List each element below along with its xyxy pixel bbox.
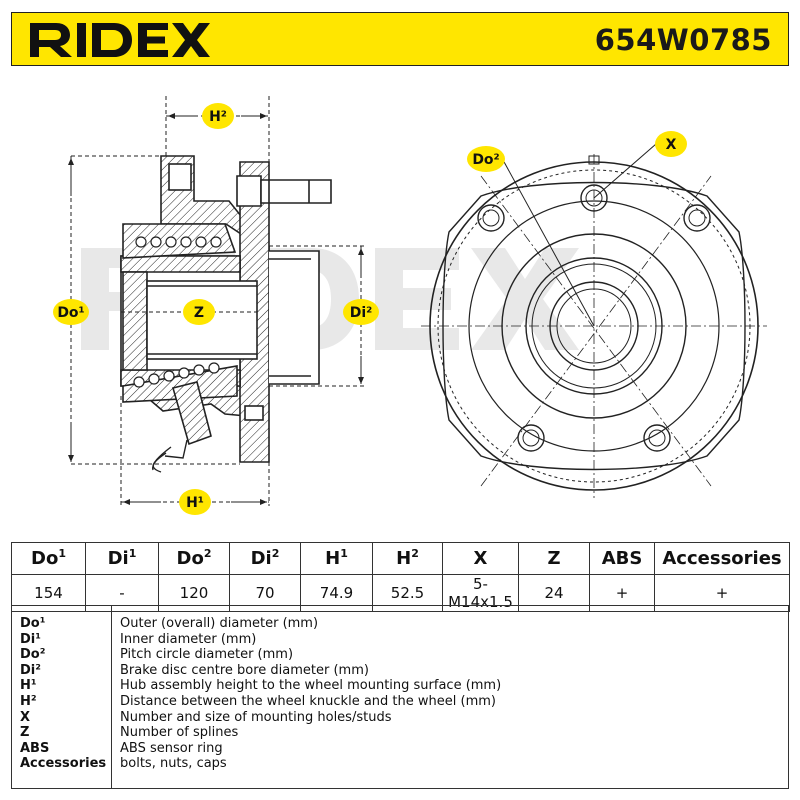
legend-desc: Inner diameter (mm)	[120, 631, 257, 647]
svg-text:Di²: Di²	[350, 305, 373, 321]
header-bar: 654W0785	[11, 12, 789, 66]
legend-row: H² Distance between the wheel knuckle and…	[11, 693, 789, 710]
front-view	[421, 143, 767, 498]
legend-row: X Number and size of mounting holes/studs	[11, 709, 789, 726]
legend-desc: Pitch circle diameter (mm)	[120, 647, 294, 663]
legend-desc: bolts, nuts, caps	[120, 756, 227, 772]
svg-text:Do²: Do²	[472, 152, 499, 168]
legend-code: Do¹	[11, 605, 112, 632]
legend-desc: Brake disc centre bore diameter (mm)	[120, 662, 369, 678]
legend-code: X	[11, 709, 112, 726]
header-h2: H2	[372, 542, 443, 575]
legend-desc: Outer (overall) diameter (mm)	[120, 616, 319, 631]
header-accessories: Accessories	[654, 542, 790, 575]
legend-desc: Number of splines	[120, 725, 239, 741]
legend-row: Di² Brake disc centre bore diameter (mm)	[11, 662, 789, 679]
part-number: 654W0785	[594, 23, 772, 57]
header-do1: Do1	[11, 542, 86, 575]
label-z: Z	[183, 299, 215, 325]
legend-row: ABS ABS sensor ring	[11, 740, 789, 757]
dimension-arrows	[68, 113, 364, 505]
header-h1: H1	[300, 542, 373, 575]
header-do2: Do2	[158, 542, 230, 575]
label-di2: Di²	[343, 299, 379, 325]
legend-table: Do¹ Outer (overall) diameter (mm) Di¹ Inne…	[11, 605, 789, 789]
header-di1: Di1	[85, 542, 159, 575]
legend-row: H¹ Hub assembly height to the wheel mount…	[11, 678, 789, 694]
legend-desc: Hub assembly height to the wheel mountin…	[120, 678, 502, 694]
side-section-view	[120, 155, 332, 473]
ridex-logo	[30, 23, 210, 57]
svg-text:X: X	[666, 137, 677, 153]
label-do1: Do¹	[53, 299, 89, 325]
legend-code: Do²	[11, 647, 112, 663]
spec-value-row: 154 - 120 70 74.9 52.5 5-M14x1.5 24 + +	[11, 574, 790, 612]
svg-text:Z: Z	[194, 305, 204, 321]
legend-row: Z Number of splines	[11, 725, 789, 741]
spec-table: Do1 Di1 Do2 Di2 H1 H2 X Z ABS Accessorie…	[11, 542, 790, 612]
header-abs: ABS	[589, 542, 655, 575]
legend-code: H¹	[11, 678, 112, 694]
legend-row: Do² Pitch circle diameter (mm)	[11, 647, 789, 663]
label-h1: H¹	[179, 489, 211, 515]
legend-row: Di¹ Inner diameter (mm)	[11, 631, 789, 648]
label-h2: H²	[202, 103, 234, 129]
svg-text:H¹: H¹	[186, 495, 204, 511]
header-di2: Di2	[229, 542, 301, 575]
legend-code: Z	[11, 725, 112, 741]
label-do2: Do²	[467, 146, 505, 172]
technical-drawing: H² H¹ Do¹ Di² Z Do² X	[53, 96, 767, 515]
legend-code: Accessories	[11, 756, 112, 789]
legend-code: Di²	[11, 662, 112, 679]
svg-text:H²: H²	[209, 109, 227, 125]
legend-row: Accessories bolts, nuts, caps	[11, 756, 789, 789]
spec-header-row: Do1 Di1 Do2 Di2 H1 H2 X Z ABS Accessorie…	[11, 542, 790, 575]
label-x: X	[655, 131, 687, 157]
legend-desc: ABS sensor ring	[120, 740, 223, 756]
header-x: X	[442, 542, 519, 575]
legend-code: Di¹	[11, 631, 112, 648]
legend-desc: Distance between the wheel knuckle and t…	[120, 693, 496, 709]
legend-row: Do¹ Outer (overall) diameter (mm)	[11, 605, 789, 632]
legend-code: H²	[11, 693, 112, 710]
legend-desc: Number and size of mounting holes/studs	[120, 709, 392, 725]
header-z: Z	[518, 542, 590, 575]
svg-text:Do¹: Do¹	[57, 305, 84, 321]
legend-code: ABS	[11, 740, 112, 757]
